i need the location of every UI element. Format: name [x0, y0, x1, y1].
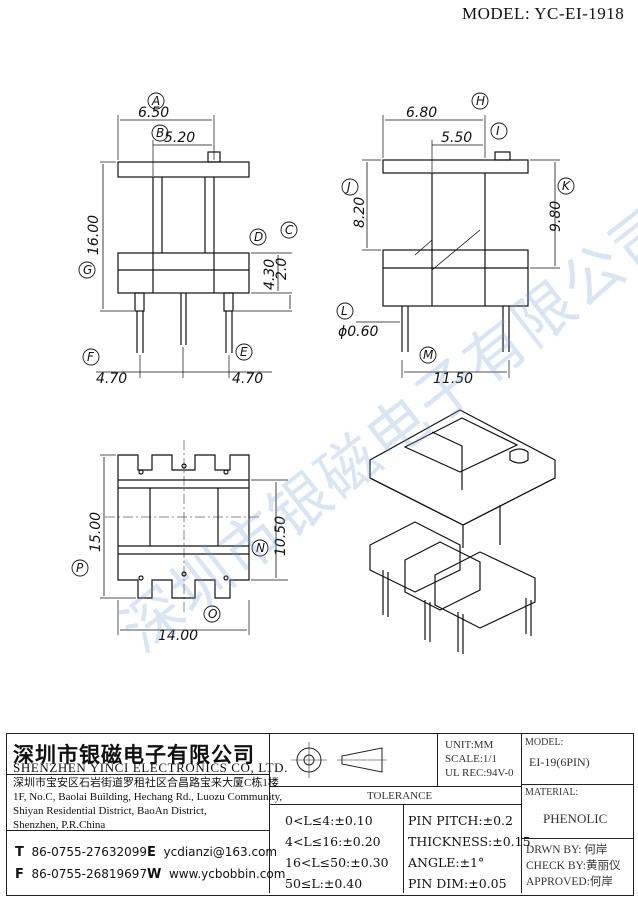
callouts — [71, 92, 575, 623]
fax-row: F 86-0755-26819697 — [15, 867, 148, 882]
callout-p: P — [76, 561, 84, 575]
dim-5-50: 5.50 — [441, 130, 472, 146]
callout-c: C — [285, 223, 294, 237]
callout-i: I — [496, 124, 500, 138]
projection-symbol-icon — [291, 742, 387, 778]
company-name-en: SHENZHEN YINCI ELECTRONICS CO, LTD. — [13, 760, 288, 775]
callout-letters: A B C D E F G H I J K L M N O P — [76, 94, 571, 621]
callout-b: B — [156, 126, 164, 140]
unit-info: UNIT:MM SCALE:1/1 UL REC:94V-0 — [445, 739, 514, 779]
dim-6-80: 6.80 — [406, 105, 437, 121]
dim-14-00: 14.00 — [158, 628, 198, 644]
title-block: 深圳市银磁电子有限公司 SHENZHEN YINCI ELECTRONICS C… — [6, 733, 634, 896]
callout-j: J — [345, 180, 351, 194]
dim-6-50: 6.50 — [138, 105, 169, 121]
address-en-1: 1F, No.C, Baolai Building, Hechang Rd., … — [13, 791, 283, 803]
model-title: MODEL: YC-EI-1918 — [462, 4, 625, 23]
web-row: W www.ycbobbin.com — [147, 867, 286, 882]
callout-n: N — [256, 541, 265, 555]
drawn-by: DRWN BY: 何岸 — [526, 844, 608, 856]
checked-by: CHECK BY:黄丽仪 — [526, 860, 621, 872]
front-view — [96, 115, 292, 378]
callout-k: K — [562, 179, 571, 193]
dim-pin-diameter: ϕ0.60 — [338, 324, 379, 340]
tolerance-length: 0<L≤4:±0.10 4<L≤16:±0.20 16<L≤50:±0.30 5… — [285, 813, 389, 891]
address-en-2: Shiyan Residential District, BaoAn Distr… — [13, 805, 207, 817]
dim-15-00: 15.00 — [88, 512, 104, 552]
approval-block: DRWN BY: 何岸 CHECK BY:黄丽仪 APPROVED:何岸 — [526, 842, 620, 890]
dim-4-70-left: 4.70 — [96, 371, 127, 387]
material-header: MATERIAL: — [525, 787, 579, 798]
tel-row: T 86-0755-27632099 — [15, 845, 148, 860]
isometric-view — [369, 409, 556, 654]
dim-5-20: 5.20 — [164, 130, 195, 146]
dim-16-00: 16.00 — [86, 215, 102, 255]
model-header: MODEL: — [525, 737, 564, 748]
company-name-cn: 深圳市银磁电子有限公司 — [13, 743, 255, 767]
technical-drawing: A B C D E F G H I J K L M N O P 6.50 5.2… — [71, 92, 575, 654]
callout-d: D — [254, 230, 263, 244]
dim-11-50: 11.50 — [433, 371, 473, 387]
callout-a: A — [151, 94, 160, 108]
callout-m: M — [423, 348, 434, 362]
dim-4-70-right: 4.70 — [232, 371, 263, 387]
approved-by: APPROVED:何岸 — [526, 876, 613, 888]
callout-g: G — [83, 263, 92, 277]
dim-2-0: 2.0 — [274, 258, 290, 280]
address-cn: 深圳市宝安区石岩街道罗租社区合昌路宝来大厦C栋1楼 — [13, 777, 279, 789]
callout-h: H — [476, 94, 485, 108]
callout-f: F — [87, 350, 95, 364]
dim-4-30: 4.30 — [262, 259, 278, 290]
bottom-view — [100, 440, 288, 635]
dim-8-20: 8.20 — [352, 197, 368, 228]
dim-10-50: 10.50 — [273, 516, 289, 556]
model-value: EI-19(6PIN) — [529, 755, 590, 769]
dim-9-80: 9.80 — [548, 201, 564, 232]
callout-e: E — [240, 345, 248, 359]
tolerance-other: PIN PITCH:±0.2 THICKNESS:±0.15 ANGLE:±1°… — [408, 813, 531, 891]
material-value: PHENOLIC — [543, 811, 608, 826]
callout-o: O — [208, 607, 217, 621]
address-en-3: Shenzhen, P.R.China — [13, 819, 106, 831]
tolerance-header: TOLERANCE — [367, 790, 433, 802]
dimension-labels: 6.50 5.20 16.00 4.30 2.0 4.70 4.70 6.80 … — [86, 105, 564, 644]
callout-l: L — [341, 304, 348, 318]
side-view — [356, 115, 560, 378]
email-row: E ycdianzi@163.com — [147, 845, 278, 860]
